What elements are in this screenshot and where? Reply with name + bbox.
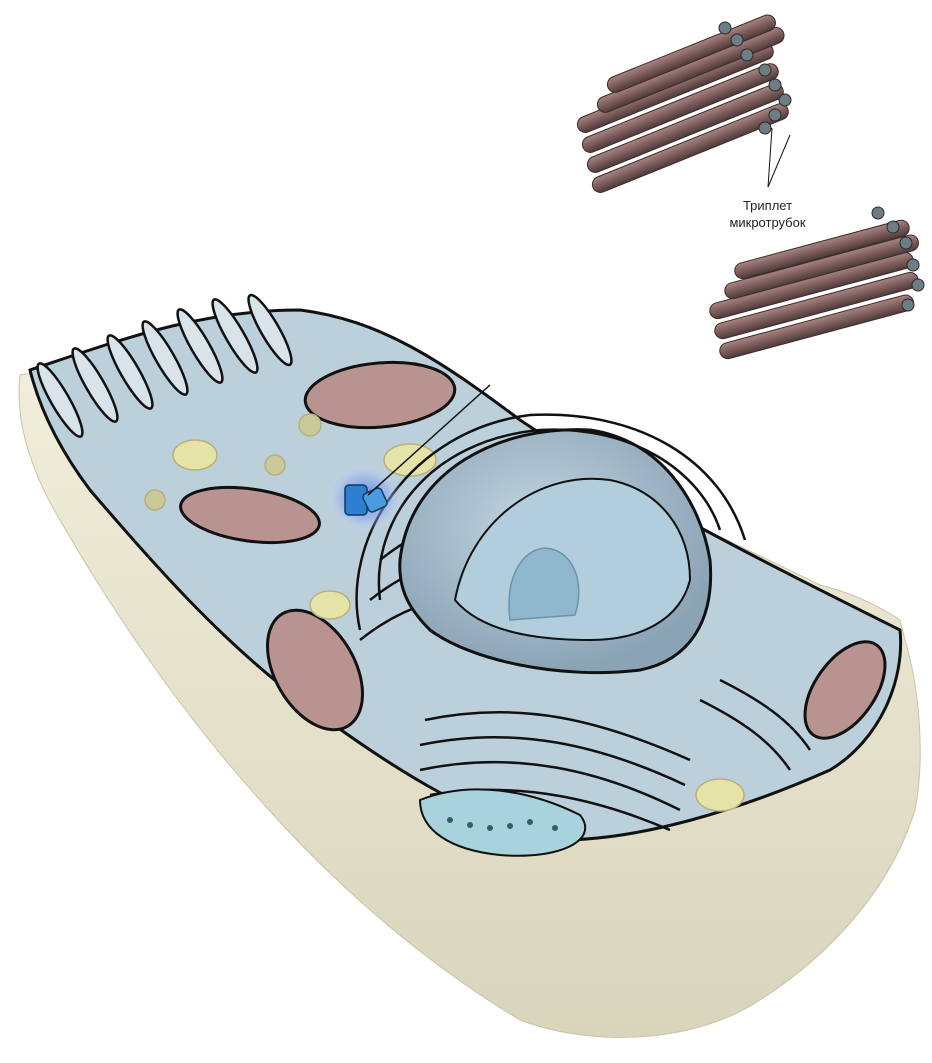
triplet-pointer-lines bbox=[768, 128, 790, 187]
triplet-label-line1: Триплет bbox=[720, 198, 815, 214]
centriole bbox=[325, 463, 405, 533]
triplet-label-line2: микротрубок bbox=[710, 215, 825, 231]
centriole-bundle-top bbox=[575, 13, 791, 195]
